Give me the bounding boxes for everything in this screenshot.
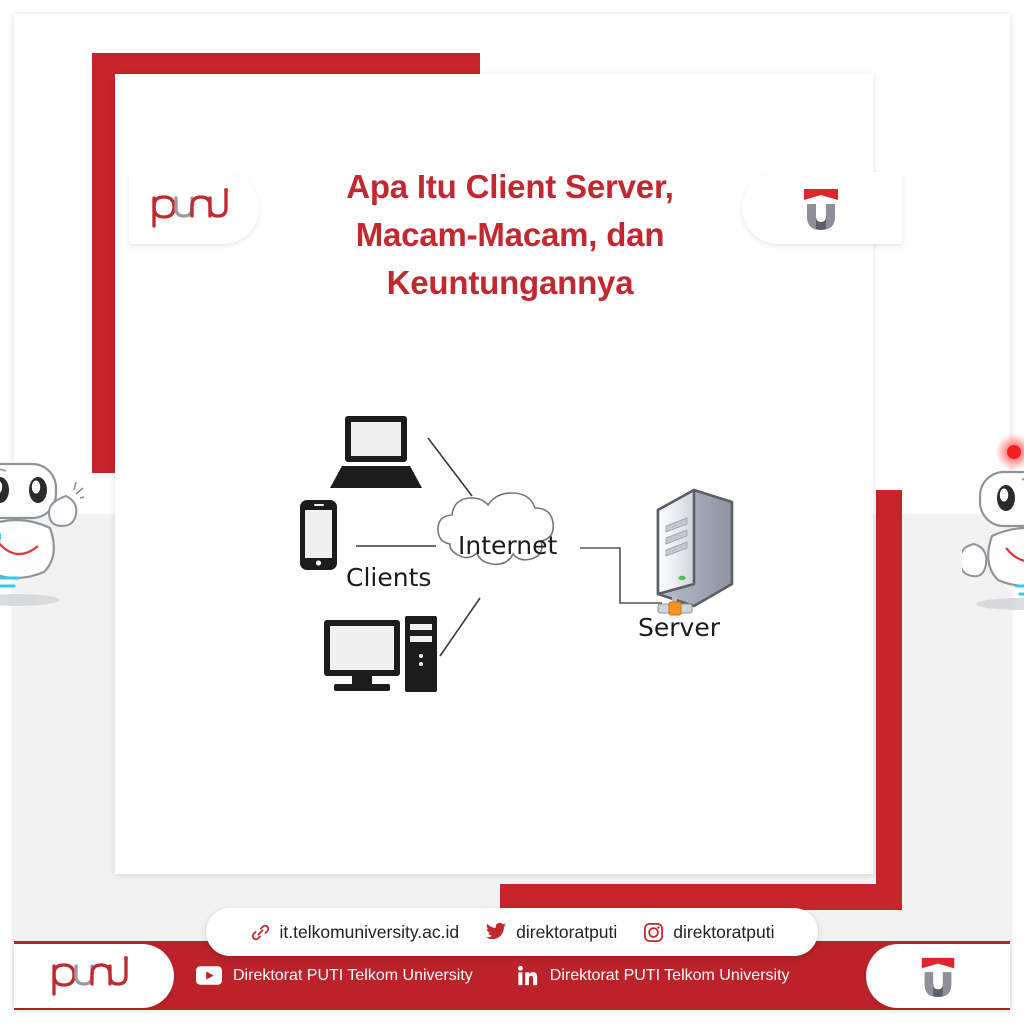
social-text-instagram: direktoratputi [673, 921, 775, 942]
laptop-icon [330, 416, 422, 488]
title-line-3: Keuntungannya [386, 263, 634, 301]
robot-mascot-left [0, 438, 90, 623]
decorative-bracket-bottom-right [500, 490, 902, 910]
server-label: Server [638, 613, 721, 642]
clients-label: Clients [346, 563, 431, 592]
client-server-diagram: Internet [290, 398, 760, 698]
puti-logo-icon [152, 188, 228, 228]
footer-logo-telkom-university [866, 944, 1010, 1008]
social-links-pill: it.telkomuniversity.ac.id direktoratputi… [206, 908, 818, 956]
link-icon [251, 924, 269, 940]
twitter-icon [486, 922, 507, 940]
tower-server-icon [656, 488, 734, 616]
footer-item-linkedin[interactable]: Direktorat PUTI Telkom University [517, 965, 790, 987]
youtube-icon [196, 966, 222, 985]
internet-label: Internet [458, 531, 557, 560]
footer-links: Direktorat PUTI Telkom University Direkt… [180, 941, 870, 1010]
footer-item-youtube[interactable]: Direktorat PUTI Telkom University [196, 966, 473, 985]
title-line-2: Macam-Macam, dan [355, 215, 665, 253]
desktop-pc-icon [324, 616, 437, 692]
puti-logo-icon [52, 956, 128, 996]
internet-cloud-icon [437, 492, 555, 566]
header-logo-telkom-university [742, 172, 902, 244]
social-text-twitter: direktoratputi [516, 921, 618, 942]
diagram-links [356, 437, 481, 657]
social-item-instagram[interactable]: direktoratputi [643, 922, 774, 943]
social-item-twitter[interactable]: direktoratputi [485, 922, 617, 943]
telkom-u-logo-icon [804, 189, 838, 230]
footer-logo-puti [14, 944, 174, 1008]
social-text-website: it.telkomuniversity.ac.id [279, 921, 460, 942]
page-title: Apa Itu Client Server, Macam-Macam, dan … [250, 163, 770, 307]
footer-text-youtube: Direktorat PUTI Telkom University [233, 966, 473, 984]
instagram-icon [644, 922, 664, 942]
header-logo-puti [129, 172, 259, 244]
footer-text-linkedin: Direktorat PUTI Telkom University [549, 966, 790, 984]
smartphone-icon [300, 500, 337, 570]
telkom-u-logo-icon [921, 957, 955, 998]
linkedin-icon [517, 965, 537, 985]
title-line-1: Apa Itu Client Server, [346, 168, 674, 205]
robot-mascot-right [958, 432, 1024, 627]
social-item-website[interactable]: it.telkomuniversity.ac.id [250, 921, 460, 943]
